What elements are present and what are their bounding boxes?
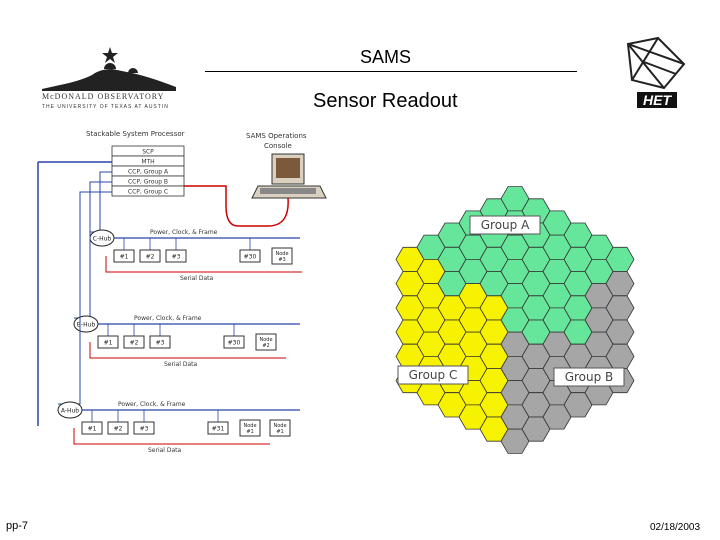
processor-title: Stackable System Processor bbox=[86, 130, 185, 138]
sensor-node-label: #3 bbox=[172, 254, 181, 261]
sensor-node bbox=[223, 335, 245, 349]
processor-row-label: CCP, Group B bbox=[128, 179, 168, 186]
sensor-node bbox=[133, 421, 155, 435]
extra-node bbox=[269, 419, 291, 437]
bus-label: Power, Clock, & Frame bbox=[134, 315, 202, 322]
slide-subtitle: Sensor Readout bbox=[313, 90, 458, 112]
extra-node-label: Node bbox=[259, 337, 272, 343]
sensor-node bbox=[165, 249, 187, 263]
group-a-label: Group A bbox=[481, 218, 530, 232]
group-b-tag bbox=[553, 367, 625, 387]
sensor-node-label: #30 bbox=[244, 254, 257, 261]
serial-label: Serial Data bbox=[148, 447, 182, 454]
university-name: THE UNIVERSITY OF TEXAS AT AUSTIN bbox=[42, 104, 169, 110]
processor-row-label: CCP, Group A bbox=[128, 169, 169, 176]
group-c-label: Group C bbox=[409, 368, 458, 382]
extra-node-label: Node bbox=[243, 423, 256, 429]
serial-label: Serial Data bbox=[164, 361, 198, 368]
sensor-node-label: #3 bbox=[156, 340, 165, 347]
star-icon bbox=[102, 47, 118, 63]
sensor-node-label: #1 bbox=[104, 340, 113, 347]
processor-row-label: SCP bbox=[142, 149, 154, 156]
extra-node-label: Node bbox=[275, 251, 288, 257]
hub-label: C-Hub bbox=[93, 236, 112, 243]
sensor-node-label: #2 bbox=[130, 340, 139, 347]
slide-title: SAMS bbox=[360, 47, 412, 67]
title-divider bbox=[205, 71, 577, 72]
console-label-2: Console bbox=[264, 142, 292, 150]
bus-label: Power, Clock, & Frame bbox=[150, 229, 218, 236]
extra-node-label: #1 bbox=[246, 429, 253, 435]
extra-node bbox=[239, 419, 261, 437]
console-label-1: SAMS Operations bbox=[246, 132, 307, 140]
hub-label: A-Hub bbox=[61, 408, 79, 415]
extra-node bbox=[255, 333, 277, 351]
sensor-node bbox=[123, 335, 145, 349]
computer-console-icon bbox=[251, 153, 327, 199]
extra-node-label: Node bbox=[273, 423, 286, 429]
sensor-node bbox=[239, 249, 261, 263]
group-a-tag bbox=[469, 215, 541, 235]
het-logo-label: HET bbox=[637, 92, 677, 108]
sensor-node-label: #30 bbox=[228, 340, 241, 347]
sensor-node-label: #3 bbox=[140, 426, 149, 433]
group-b-label: Group B bbox=[565, 370, 614, 384]
extra-node-label: #3 bbox=[278, 257, 285, 263]
sensor-node-label: #1 bbox=[88, 426, 97, 433]
bus-label: Power, Clock, & Frame bbox=[118, 401, 186, 408]
hub-label: B-Hub bbox=[77, 322, 96, 329]
processor-row-label: CCP, Group C bbox=[128, 189, 168, 196]
slide-date: 02/18/2003 bbox=[650, 522, 701, 533]
extra-node-label: #1 bbox=[276, 429, 283, 435]
group-c-tag bbox=[397, 365, 469, 385]
sensor-node bbox=[113, 249, 135, 263]
sensor-node-label: #1 bbox=[120, 254, 129, 261]
extra-node-label: #2 bbox=[262, 343, 269, 349]
hex-mirror-array: Group A Group C Group B bbox=[395, 186, 635, 454]
readout-block-diagram: Stackable System Processor SCP MTH CCP, Gr… bbox=[37, 130, 327, 454]
sensor-node-label: #2 bbox=[114, 426, 123, 433]
serial-label: Serial Data bbox=[180, 275, 214, 282]
extra-node bbox=[271, 247, 293, 265]
sensor-node bbox=[139, 249, 161, 263]
page-number: pp-7 bbox=[6, 520, 29, 532]
sensor-node bbox=[107, 421, 129, 435]
sensor-node bbox=[97, 335, 119, 349]
sensor-node bbox=[81, 421, 103, 435]
observatory-logo bbox=[42, 47, 176, 91]
processor-row bbox=[111, 185, 185, 197]
sensor-node-label: #2 bbox=[146, 254, 155, 261]
observatory-name: McDONALD OBSERVATORY bbox=[42, 92, 165, 101]
processor-row-label: MTH bbox=[141, 159, 154, 166]
observatory-hill-icon bbox=[42, 69, 176, 91]
sensor-node-label: #31 bbox=[212, 426, 225, 433]
het-telescope-icon bbox=[626, 36, 686, 90]
sensor-node bbox=[149, 335, 171, 349]
sensor-node bbox=[207, 421, 229, 435]
